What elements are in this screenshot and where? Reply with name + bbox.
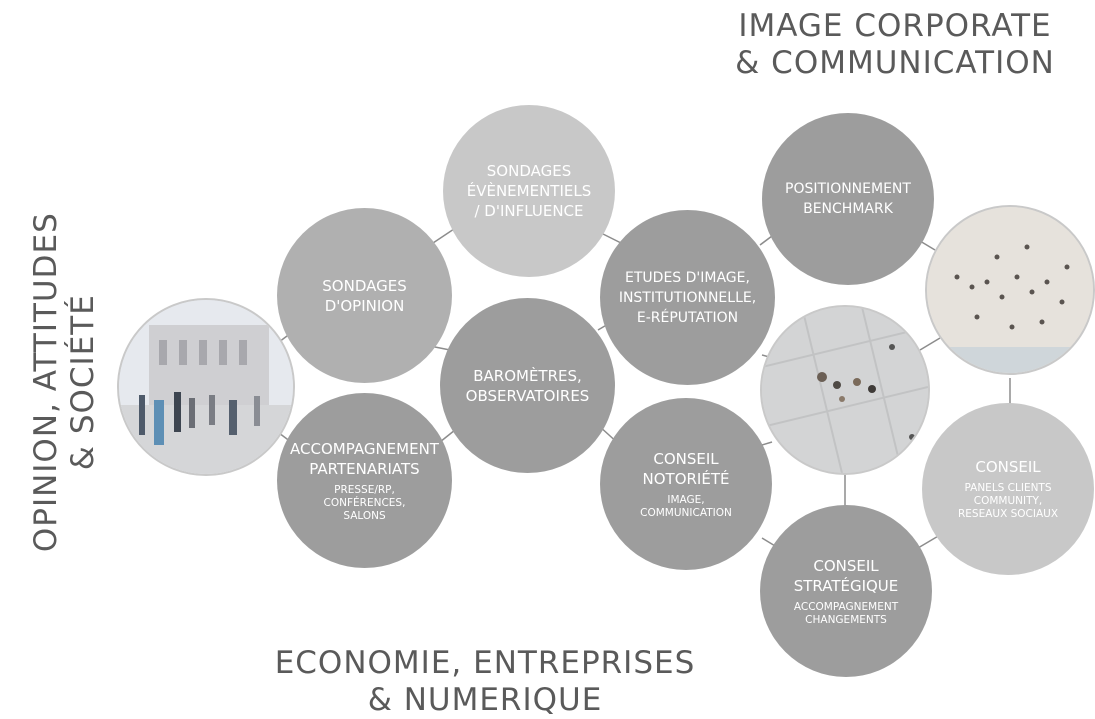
- photo-street-scene: [117, 298, 295, 476]
- aerial-plaza-image: [762, 307, 928, 473]
- bubble-conseil-strategique: CONSEIL STRATÉGIQUE ACCOMPAGNEMENT CHANG…: [760, 505, 932, 677]
- bubble-sondages-evenementiels: SONDAGES ÉVÈNEMENTIELS / D'INFLUENCE: [443, 105, 615, 277]
- street-scene-image: [119, 300, 293, 474]
- photo-aerial-plaza: [760, 305, 930, 475]
- bubble-accompagnement: ACCOMPAGNEMENT PARTENARIATS PRESSE/RP, C…: [277, 393, 452, 568]
- bubble-barometres: BAROMÈTRES, OBSERVATOIRES: [440, 298, 615, 473]
- bubble-positionnement: POSITIONNEMENT BENCHMARK: [762, 113, 934, 285]
- bubble-conseil-panels: CONSEIL PANELS CLIENTS COMMUNITY, RESEAU…: [922, 403, 1094, 575]
- bubble-sondages-opinion: SONDAGES D'OPINION: [277, 208, 452, 383]
- heading-image-corporate: IMAGE CORPORATE & COMMUNICATION: [735, 8, 1055, 82]
- connector-line: [919, 337, 941, 351]
- photo-crowd-plaza: [925, 205, 1095, 375]
- bubble-conseil-notoriete: CONSEIL NOTORIÉTÉ IMAGE, COMMUNICATION: [600, 398, 772, 570]
- bubble-etudes-image: ETUDES D'IMAGE, INSTITUTIONNELLE, E-RÉPU…: [600, 210, 775, 385]
- crowd-plaza-image: [927, 207, 1093, 373]
